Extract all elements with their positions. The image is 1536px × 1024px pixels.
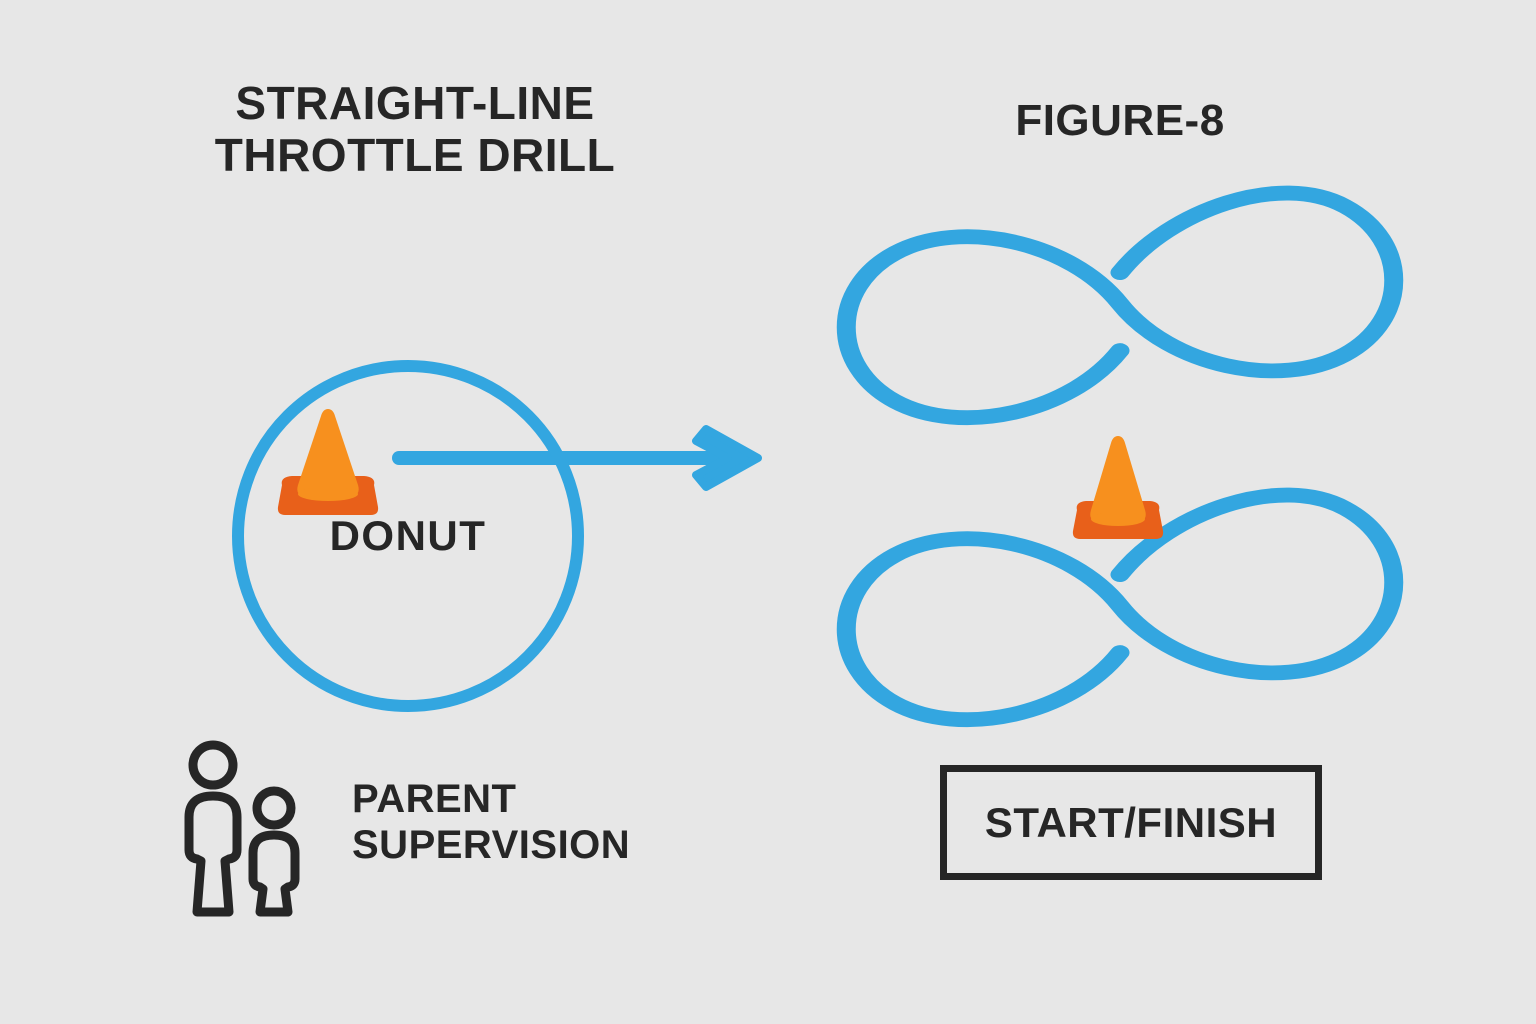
figure-eight-path-bottom	[836, 487, 1404, 728]
donut-drill-group: DONUT	[232, 360, 584, 712]
left-panel-title: STRAIGHT-LINE THROTTLE DRILL	[214, 77, 616, 181]
donut-label: DONUT	[329, 512, 487, 559]
right-panel-title: FIGURE-8	[1015, 96, 1225, 145]
parent-supervision-label: PARENT SUPERVISION	[352, 777, 631, 867]
parent-and-child-icon	[184, 740, 300, 917]
figure-eight-path-top	[836, 185, 1404, 426]
parent-supervision-group: PARENT SUPERVISION	[160, 735, 690, 925]
straight-line-drill-group	[130, 195, 762, 515]
traffic-cone-icon	[1072, 436, 1164, 539]
start-finish-box: START/FINISH	[940, 765, 1322, 880]
start-finish-label: START/FINISH	[984, 798, 1278, 846]
